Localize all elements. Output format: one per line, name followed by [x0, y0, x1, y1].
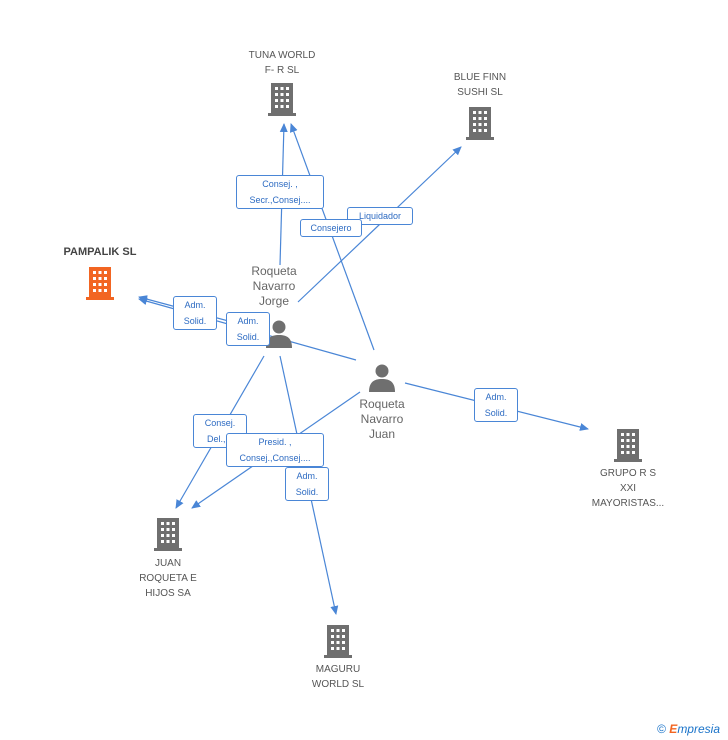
node-label: TUNA WORLD F- R SL — [248, 50, 316, 76]
node-label: BLUE FINN SUSHI SL — [453, 72, 507, 98]
edge-label-adm-solid[interactable]: Adm. Solid. — [285, 467, 329, 501]
edge-label-presid[interactable]: Presid. , Consej.,Consej.... — [226, 433, 324, 467]
node-label: PAMPALIK SL — [63, 246, 137, 258]
person-icon — [340, 363, 424, 393]
edge-label-adm-solid[interactable]: Adm. Solid. — [226, 312, 270, 346]
node-grupo-rs[interactable]: GRUPO R S XXI MAYORISTAS... — [576, 428, 680, 511]
node-label: Roqueta Navarro Jorge — [251, 264, 297, 308]
edge-juan-tuna — [290, 123, 375, 351]
building-icon — [48, 266, 152, 300]
node-person-jorge[interactable]: Roqueta Navarro Jorge — [234, 264, 314, 309]
copyright-symbol: © — [657, 722, 666, 736]
node-label: GRUPO R S XXI MAYORISTAS... — [591, 468, 665, 509]
node-pampalik[interactable]: PAMPALIK SL — [48, 245, 152, 300]
node-person-juan[interactable]: Roqueta Navarro Juan — [340, 363, 424, 442]
brand-logo: Empresia — [669, 722, 720, 736]
edge-label-consejero[interactable]: Consejero — [300, 219, 362, 237]
edge-label-consej-secr[interactable]: Consej. , Secr.,Consej.... — [236, 175, 324, 209]
building-icon — [232, 82, 332, 116]
building-icon — [430, 106, 530, 140]
building-icon — [288, 624, 388, 658]
node-tuna-world[interactable]: TUNA WORLD F- R SL — [232, 48, 332, 116]
edge-label-liquidador[interactable]: Liquidador — [347, 207, 413, 225]
node-blue-finn[interactable]: BLUE FINN SUSHI SL — [430, 70, 530, 140]
node-juan-roqueta-hijos[interactable]: JUAN ROQUETA E HIJOS SA — [118, 517, 218, 601]
person-icon — [265, 319, 293, 349]
node-label: Roqueta Navarro Juan — [359, 397, 405, 441]
building-icon — [118, 517, 218, 551]
node-maguru[interactable]: MAGURU WORLD SL — [288, 624, 388, 692]
edge-label-adm-solid[interactable]: Adm. Solid. — [474, 388, 518, 422]
brand-footer: © Empresia — [657, 722, 720, 736]
node-label: JUAN ROQUETA E HIJOS SA — [139, 558, 197, 599]
node-label: MAGURU WORLD SL — [311, 664, 365, 690]
building-icon — [576, 428, 680, 462]
edge-label-adm-solid[interactable]: Adm. Solid. — [173, 296, 217, 330]
